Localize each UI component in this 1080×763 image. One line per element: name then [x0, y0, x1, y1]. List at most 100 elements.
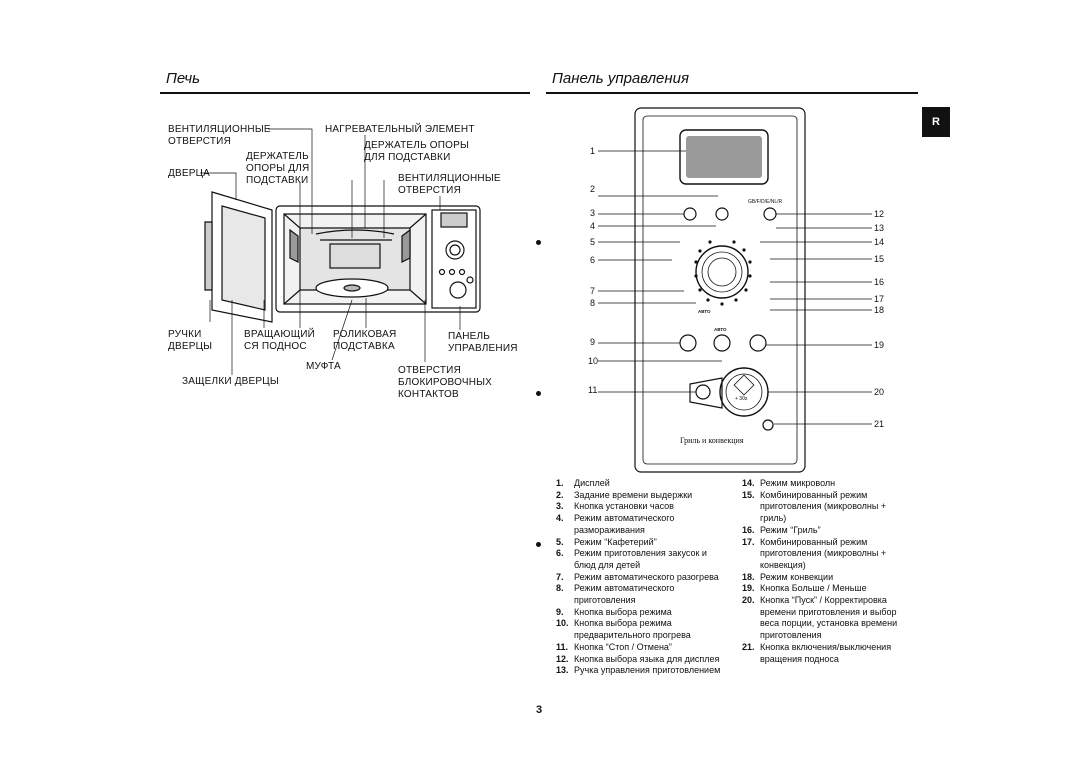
legend-item: приготовления (микроволны +	[742, 501, 897, 513]
legend-item: 9.Кнопка выбора режима	[556, 607, 720, 619]
control-panel-illustration	[634, 107, 806, 473]
panel-leader-lines	[598, 150, 872, 425]
legend-item: 21.Кнопка включения/выключения	[742, 642, 897, 654]
legend-item-number: 7.	[556, 571, 564, 582]
legend-left: 1. Дисплей 2. Задание времени выдержки 3. Кно…	[556, 478, 720, 677]
callout-11: 11	[588, 385, 598, 395]
legend-item-text: приготовления (микроволны +	[760, 548, 887, 559]
callout-9: 9	[590, 337, 596, 347]
brand-caption: Гриль и конвекция	[680, 436, 744, 445]
legend-item-number: 11.	[556, 641, 569, 652]
legend-item: размораживания	[556, 525, 720, 537]
legend-item-number: 3.	[556, 501, 564, 512]
legend-item: 1. Дисплей	[556, 478, 720, 490]
callout-4: 4	[590, 221, 596, 231]
legend-item: 10.Кнопка выбора режима	[556, 618, 720, 630]
legend-item-text: Кнопка Больше / Меньше	[760, 583, 867, 594]
legend-item: приготовления	[742, 630, 897, 642]
legend-item-text: Режим автоматического	[574, 513, 675, 524]
legend-item-number	[556, 525, 574, 537]
oven-leader-lines	[200, 128, 461, 375]
legend-item-text: вращения подноса	[760, 653, 839, 664]
legend-item-number: 8.	[556, 583, 564, 594]
legend-item-text: Кнопка выбора языка для дисплея	[574, 653, 720, 664]
legend-item-text: приготовления	[760, 630, 822, 641]
language-button-label: GB/F/D/E/NL/R	[748, 199, 783, 205]
legend-item-text: Задание времени выдержки	[574, 489, 693, 500]
legend-item-text: Режим автоматического разогрева	[574, 571, 719, 582]
legend-item-text: Режим “Гриль”	[760, 524, 821, 535]
legend-item-number: 12.	[556, 653, 569, 664]
legend-item-number	[742, 501, 760, 513]
legend-item-text: Кнопка установки часов	[574, 501, 674, 512]
legend-item-number	[742, 654, 760, 666]
legend-item: вращения подноса	[742, 654, 897, 666]
legend-item: 19.Кнопка Больше / Меньше	[742, 583, 897, 595]
oven-title-rule	[160, 92, 530, 94]
legend-item-number	[742, 618, 760, 630]
legend-item-text: конвекция)	[760, 559, 806, 570]
callout-19: 19	[874, 340, 885, 350]
legend-item-text: Комбинированный режим	[760, 536, 868, 547]
legend-item-number	[556, 595, 574, 607]
legend-item-number: 10.	[556, 618, 569, 629]
start-plus-30s-label: + 30s	[735, 396, 748, 402]
legend-item-text: Режим микроволн	[760, 478, 836, 488]
legend-item: 5. Режим “Кафетерий”	[556, 537, 720, 549]
legend-item: 8.Режим автоматического	[556, 583, 720, 595]
callout-1: 1	[590, 146, 596, 156]
auto-label-2: АВТО	[714, 327, 727, 332]
binding-dot-middle	[536, 391, 541, 396]
label-door-latches: ЗАЩЕЛКИ ДВЕРЦЫ	[182, 376, 279, 387]
legend-item-text: приготовления	[574, 595, 636, 606]
legend-item-number	[742, 630, 760, 642]
panel-title-rule	[546, 92, 918, 94]
auto-label-1: АВТО	[698, 309, 711, 314]
legend-item-number: 21.	[742, 641, 755, 652]
legend-item: 2. Задание времени выдержки	[556, 490, 720, 502]
legend-item-text: Ручка управления приготовлением	[574, 665, 721, 676]
legend-item: 14.Режим микроволн	[742, 478, 897, 490]
binding-dot-bottom	[536, 542, 541, 547]
callout-7: 7	[590, 286, 596, 296]
legend-item-text: Режим “Кафетерий”	[574, 536, 657, 547]
callout-13: 13	[874, 223, 885, 233]
legend-item-text: времени приготовления и выбор	[760, 606, 897, 617]
dial-tick-marks	[694, 240, 752, 306]
legend-item-number	[742, 548, 760, 560]
legend-item-number: 4.	[556, 513, 564, 524]
legend-item: блюд для детей	[556, 560, 720, 572]
callout-5: 5	[590, 237, 596, 247]
callout-14: 14	[874, 237, 885, 247]
callout-15: 15	[874, 254, 885, 264]
legend-item-text: Комбинированный режим	[760, 489, 868, 500]
legend-item: 4. Режим автоматического	[556, 513, 720, 525]
callout-6: 6	[590, 255, 596, 265]
page-number: 3	[536, 704, 543, 716]
legend-item: 18.Режим конвекции	[742, 572, 897, 584]
legend-item-text: Кнопка “Стоп / Отмена”	[574, 641, 672, 652]
legend-item-number: 9.	[556, 606, 564, 617]
legend-item: 12. Кнопка выбора языка для дисплея	[556, 654, 720, 666]
callout-21: 21	[874, 419, 885, 429]
legend-item-text: Дисплей	[574, 478, 610, 488]
binding-dot-top	[536, 240, 541, 245]
legend-item-number: 2.	[556, 489, 564, 500]
legend-item-number: 1.	[556, 478, 564, 488]
legend-item: 11. Кнопка “Стоп / Отмена”	[556, 642, 720, 654]
legend-item-number: 15.	[742, 489, 755, 500]
callout-18: 18	[874, 305, 885, 315]
legend-item-number: 16.	[742, 524, 755, 535]
legend-item-number: 17.	[742, 536, 755, 547]
legend-item-number: 5.	[556, 536, 564, 547]
callout-16: 16	[874, 277, 885, 287]
legend-item-number	[742, 560, 760, 572]
legend-item: 20.Кнопка “Пуск” / Корректировка	[742, 595, 897, 607]
